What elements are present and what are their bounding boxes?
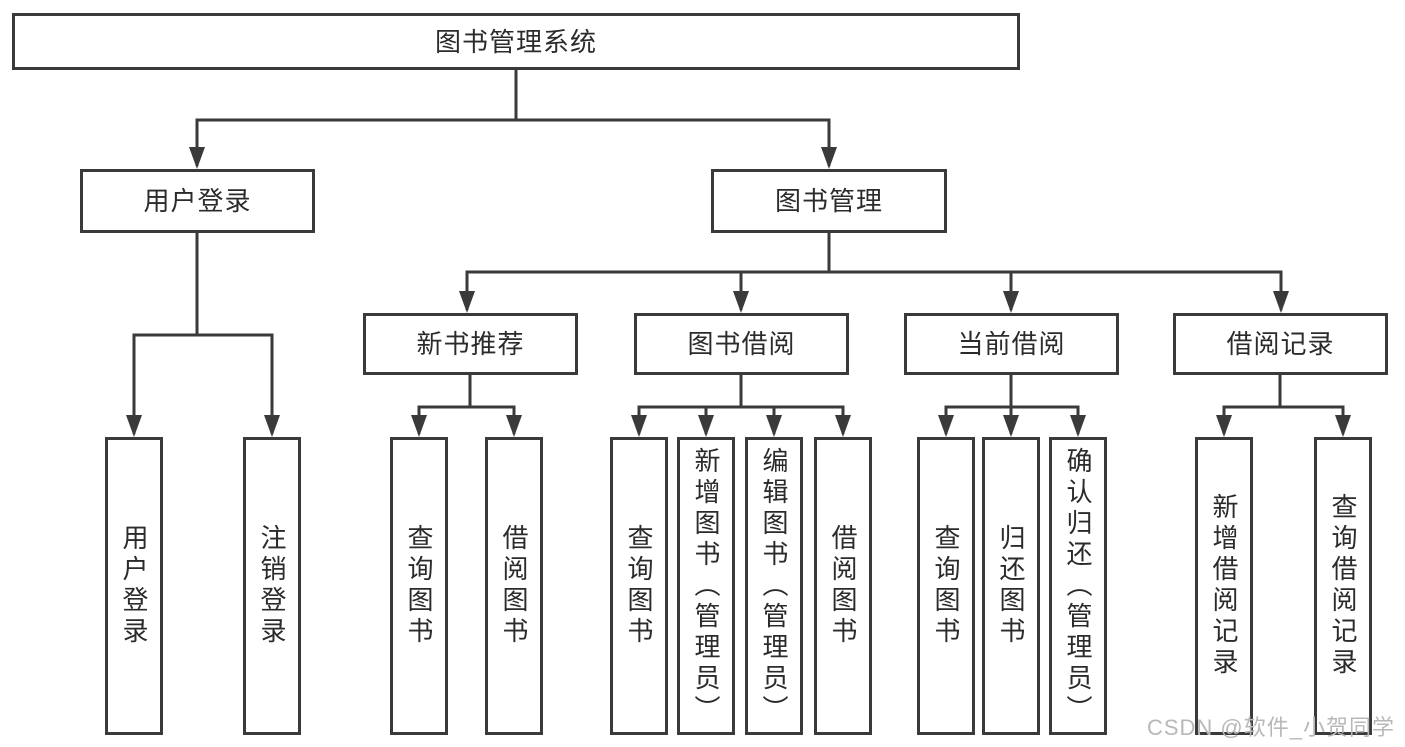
node-label: 当前借阅 xyxy=(957,329,1066,359)
node-label: 查询图书 xyxy=(404,524,434,648)
node-label: 新书推荐 xyxy=(416,329,525,359)
node-label: 借阅图书 xyxy=(828,524,858,648)
node-label: 图书管理 xyxy=(774,186,883,216)
watermark: CSDN @软件_小贺同学 xyxy=(1146,715,1395,740)
node-label: 图书借阅 xyxy=(687,329,796,359)
node-label: 归还图书 xyxy=(996,524,1026,648)
node-label: 借阅图书 xyxy=(499,524,529,648)
leaf-query-books-recommend: 查询图书 xyxy=(390,437,448,735)
node-label: 编辑图书（管理员） xyxy=(759,446,789,726)
node-book-borrow: 图书借阅 xyxy=(634,313,849,375)
leaf-add-book-admin: 新增图书（管理员） xyxy=(677,437,735,735)
tree-edges xyxy=(132,69,1345,434)
node-label: 新增借阅记录 xyxy=(1209,493,1239,679)
leaf-query-borrow-record: 查询借阅记录 xyxy=(1314,437,1372,735)
leaf-edit-book-admin: 编辑图书（管理员） xyxy=(745,437,803,735)
leaf-confirm-return-admin: 确认归还（管理员） xyxy=(1049,437,1107,735)
node-label: 查询图书 xyxy=(624,524,654,648)
node-label: 借阅记录 xyxy=(1226,329,1335,359)
node-current-borrow: 当前借阅 xyxy=(904,313,1119,375)
leaf-logout: 注销登录 xyxy=(243,437,301,735)
node-label: 用户登录 xyxy=(119,524,149,648)
node-label: 图书管理系统 xyxy=(434,26,597,57)
node-label: 确认归还（管理员） xyxy=(1063,446,1093,726)
node-label: 用户登录 xyxy=(143,186,252,216)
leaf-return-book: 归还图书 xyxy=(982,437,1040,735)
node-label: 查询借阅记录 xyxy=(1328,493,1358,679)
node-label: 新增图书（管理员） xyxy=(691,446,721,726)
node-label: 查询图书 xyxy=(931,524,961,648)
leaf-add-borrow-record: 新增借阅记录 xyxy=(1195,437,1253,735)
node-label: 注销登录 xyxy=(257,524,287,648)
leaf-borrow-books-recommend: 借阅图书 xyxy=(485,437,543,735)
node-user-login: 用户登录 xyxy=(80,169,315,233)
leaf-query-books-current: 查询图书 xyxy=(917,437,975,735)
node-book-management: 图书管理 xyxy=(711,169,947,233)
node-borrow-records: 借阅记录 xyxy=(1173,313,1388,375)
leaf-borrow-books: 借阅图书 xyxy=(814,437,872,735)
leaf-query-books-borrow: 查询图书 xyxy=(610,437,668,735)
leaf-user-login: 用户登录 xyxy=(105,437,163,735)
node-library-system: 图书管理系统 xyxy=(12,13,1020,70)
node-new-book-recommend: 新书推荐 xyxy=(363,313,578,375)
arrowhead-icons xyxy=(126,147,1351,437)
